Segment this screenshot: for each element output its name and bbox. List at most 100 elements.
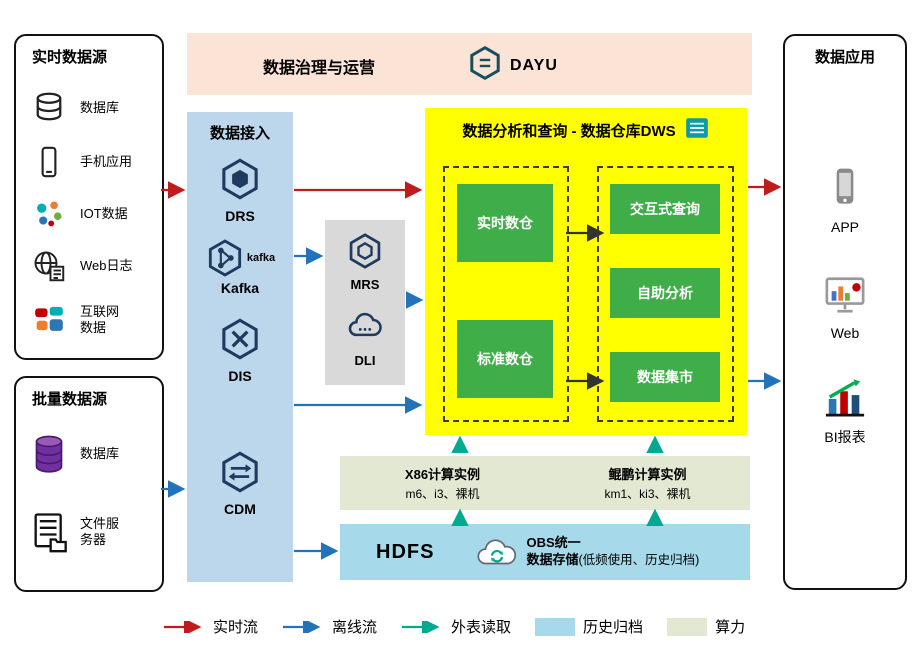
dayu-label: DAYU xyxy=(510,56,558,74)
obs-note: (低频使用、历史归档) xyxy=(578,553,700,567)
module-realtime-dw: 实时数仓 xyxy=(457,184,553,262)
source-item-label: Web日志 xyxy=(80,257,133,273)
database-icon xyxy=(24,90,74,126)
source-item-mobile: 手机应用 xyxy=(24,136,158,188)
source-item-batch-database: 数据库 xyxy=(24,422,158,486)
module-self-analysis: 自助分析 xyxy=(610,268,720,318)
service-dis: DIS xyxy=(187,317,293,384)
service-cdm: CDM xyxy=(187,450,293,517)
legend: 实时流 离线流 外表读取 历史归档 算力 xyxy=(163,616,745,637)
legend-item-realtime-flow: 实时流 xyxy=(163,616,258,637)
obs-cloud-icon xyxy=(474,535,520,569)
dayu-product: DAYU xyxy=(467,45,558,86)
service-mrs: MRS xyxy=(325,232,405,292)
obs-line1: OBS统一 xyxy=(526,535,581,551)
internet-data-icon xyxy=(24,304,74,336)
source-item-label: 互联网数据 xyxy=(80,303,120,335)
obs-text: OBS统一 数据存储(低频使用、历史归档) xyxy=(526,535,699,569)
app-item-label: APP xyxy=(830,219,859,235)
dws-header: 数据分析和查询 - 数据仓库DWS xyxy=(425,108,747,145)
service-kafka: kafka Kafka xyxy=(187,238,293,296)
legend-item-offline-flow: 离线流 xyxy=(282,616,377,637)
purple-database-icon xyxy=(24,432,74,476)
source-item-label: IOT数据 xyxy=(80,205,128,221)
service-label: CDM xyxy=(224,501,256,517)
compute-power-swatch xyxy=(667,617,708,636)
history-archive-swatch xyxy=(535,617,576,636)
mrs-icon xyxy=(346,232,384,275)
kafka-icon: kafka xyxy=(205,238,275,278)
module-interactive-query: 交互式查询 xyxy=(610,184,720,234)
realtime-sources-title: 实时数据源 xyxy=(32,49,108,66)
drs-icon xyxy=(218,157,262,206)
applications-title: 数据应用 xyxy=(814,49,875,66)
service-label: DLI xyxy=(354,353,376,368)
source-item-weblog: Web日志 xyxy=(24,240,158,292)
compute-kunpeng: 鲲鹏计算实例 km1、ki3、裸机 xyxy=(545,456,750,510)
realtime-sources-panel: 实时数据源 数据库 手机应用 xyxy=(14,34,164,360)
source-item-iot: IOT数据 xyxy=(24,188,158,240)
processing-panel: MRS DLI xyxy=(325,220,405,385)
iot-icon xyxy=(24,198,74,230)
app-phone-icon xyxy=(825,164,865,215)
legend-label: 算力 xyxy=(715,619,746,636)
app-item-label: Web xyxy=(830,325,860,341)
service-label: Kafka xyxy=(220,280,260,296)
teal-arrow-sample xyxy=(402,620,440,633)
dws-analysis-group: 交互式查询 自助分析 数据集市 xyxy=(597,166,734,422)
source-item-internet-data: 互联网数据 xyxy=(24,294,158,346)
dis-icon xyxy=(218,317,262,366)
ingestion-title: 数据接入 xyxy=(209,125,270,142)
app-item-label: BI报表 xyxy=(824,429,866,445)
legend-item-history-archive: 历史归档 xyxy=(535,616,643,637)
source-item-label: 文件服务器 xyxy=(80,515,120,547)
governance-title: 数据治理与运营 xyxy=(263,60,376,77)
legend-label: 实时流 xyxy=(213,619,259,636)
hdfs-label: HDFS xyxy=(376,540,435,563)
app-item-bi: BI报表 xyxy=(785,376,905,447)
storage-panel: HDFS OBS统一 数据存储(低频使用、历史归档) xyxy=(340,524,750,580)
source-item-label: 手机应用 xyxy=(80,153,133,169)
module-standard-dw: 标准数仓 xyxy=(457,320,553,398)
batch-sources-title: 批量数据源 xyxy=(32,391,108,408)
dli-icon xyxy=(346,308,384,351)
compute-kunpeng-spec: km1、ki3、裸机 xyxy=(604,487,691,501)
applications-panel: 数据应用 APP xyxy=(783,34,907,590)
weblog-icon xyxy=(24,248,74,284)
obs-line2: 数据存储(低频使用、历史归档) xyxy=(526,552,699,569)
obs-line2-bold: 数据存储 xyxy=(526,552,579,567)
source-item-database: 数据库 xyxy=(24,82,158,134)
source-item-label: 数据库 xyxy=(80,445,120,461)
dws-title: 数据分析和查询 - 数据仓库DWS xyxy=(462,123,676,140)
bi-report-icon xyxy=(822,376,868,423)
compute-x86-title: X86计算实例 xyxy=(404,467,481,482)
service-label: MRS xyxy=(350,277,380,292)
legend-item-external-read: 外表读取 xyxy=(401,616,511,637)
dws-panel: 数据分析和查询 - 数据仓库DWS 实时数仓 标准数仓 交互式查询 自助分析 数… xyxy=(425,108,747,435)
source-item-label: 数据库 xyxy=(80,99,120,115)
module-data-mart: 数据集市 xyxy=(610,352,720,402)
source-item-file-server: 文件服务器 xyxy=(24,500,158,564)
app-item-app: APP xyxy=(785,164,905,235)
dws-warehouse-group: 实时数仓 标准数仓 xyxy=(443,166,569,422)
file-server-icon xyxy=(24,510,74,554)
service-drs: DRS xyxy=(187,157,293,224)
service-label: DIS xyxy=(228,368,252,384)
red-arrow-sample xyxy=(164,620,202,633)
dayu-icon xyxy=(467,45,503,86)
legend-item-compute-power: 算力 xyxy=(667,616,745,637)
phone-icon xyxy=(24,145,74,179)
compute-kunpeng-title: 鲲鹏计算实例 xyxy=(608,467,687,482)
batch-sources-panel: 批量数据源 数据库 xyxy=(14,376,164,592)
cdm-icon xyxy=(218,450,262,499)
legend-label: 离线流 xyxy=(332,619,378,636)
service-dli: DLI xyxy=(325,308,405,368)
ingestion-panel: 数据接入 DRS kafka xyxy=(187,112,293,582)
governance-bar: 数据治理与运营 DAYU xyxy=(187,33,752,95)
app-item-web: Web xyxy=(785,274,905,341)
compute-panel: X86计算实例 m6、i3、裸机 鲲鹏计算实例 km1、ki3、裸机 xyxy=(340,456,750,510)
web-dashboard-icon xyxy=(822,274,868,321)
dws-warehouse-icon xyxy=(684,116,710,145)
kafka-wordmark: kafka xyxy=(246,252,276,264)
